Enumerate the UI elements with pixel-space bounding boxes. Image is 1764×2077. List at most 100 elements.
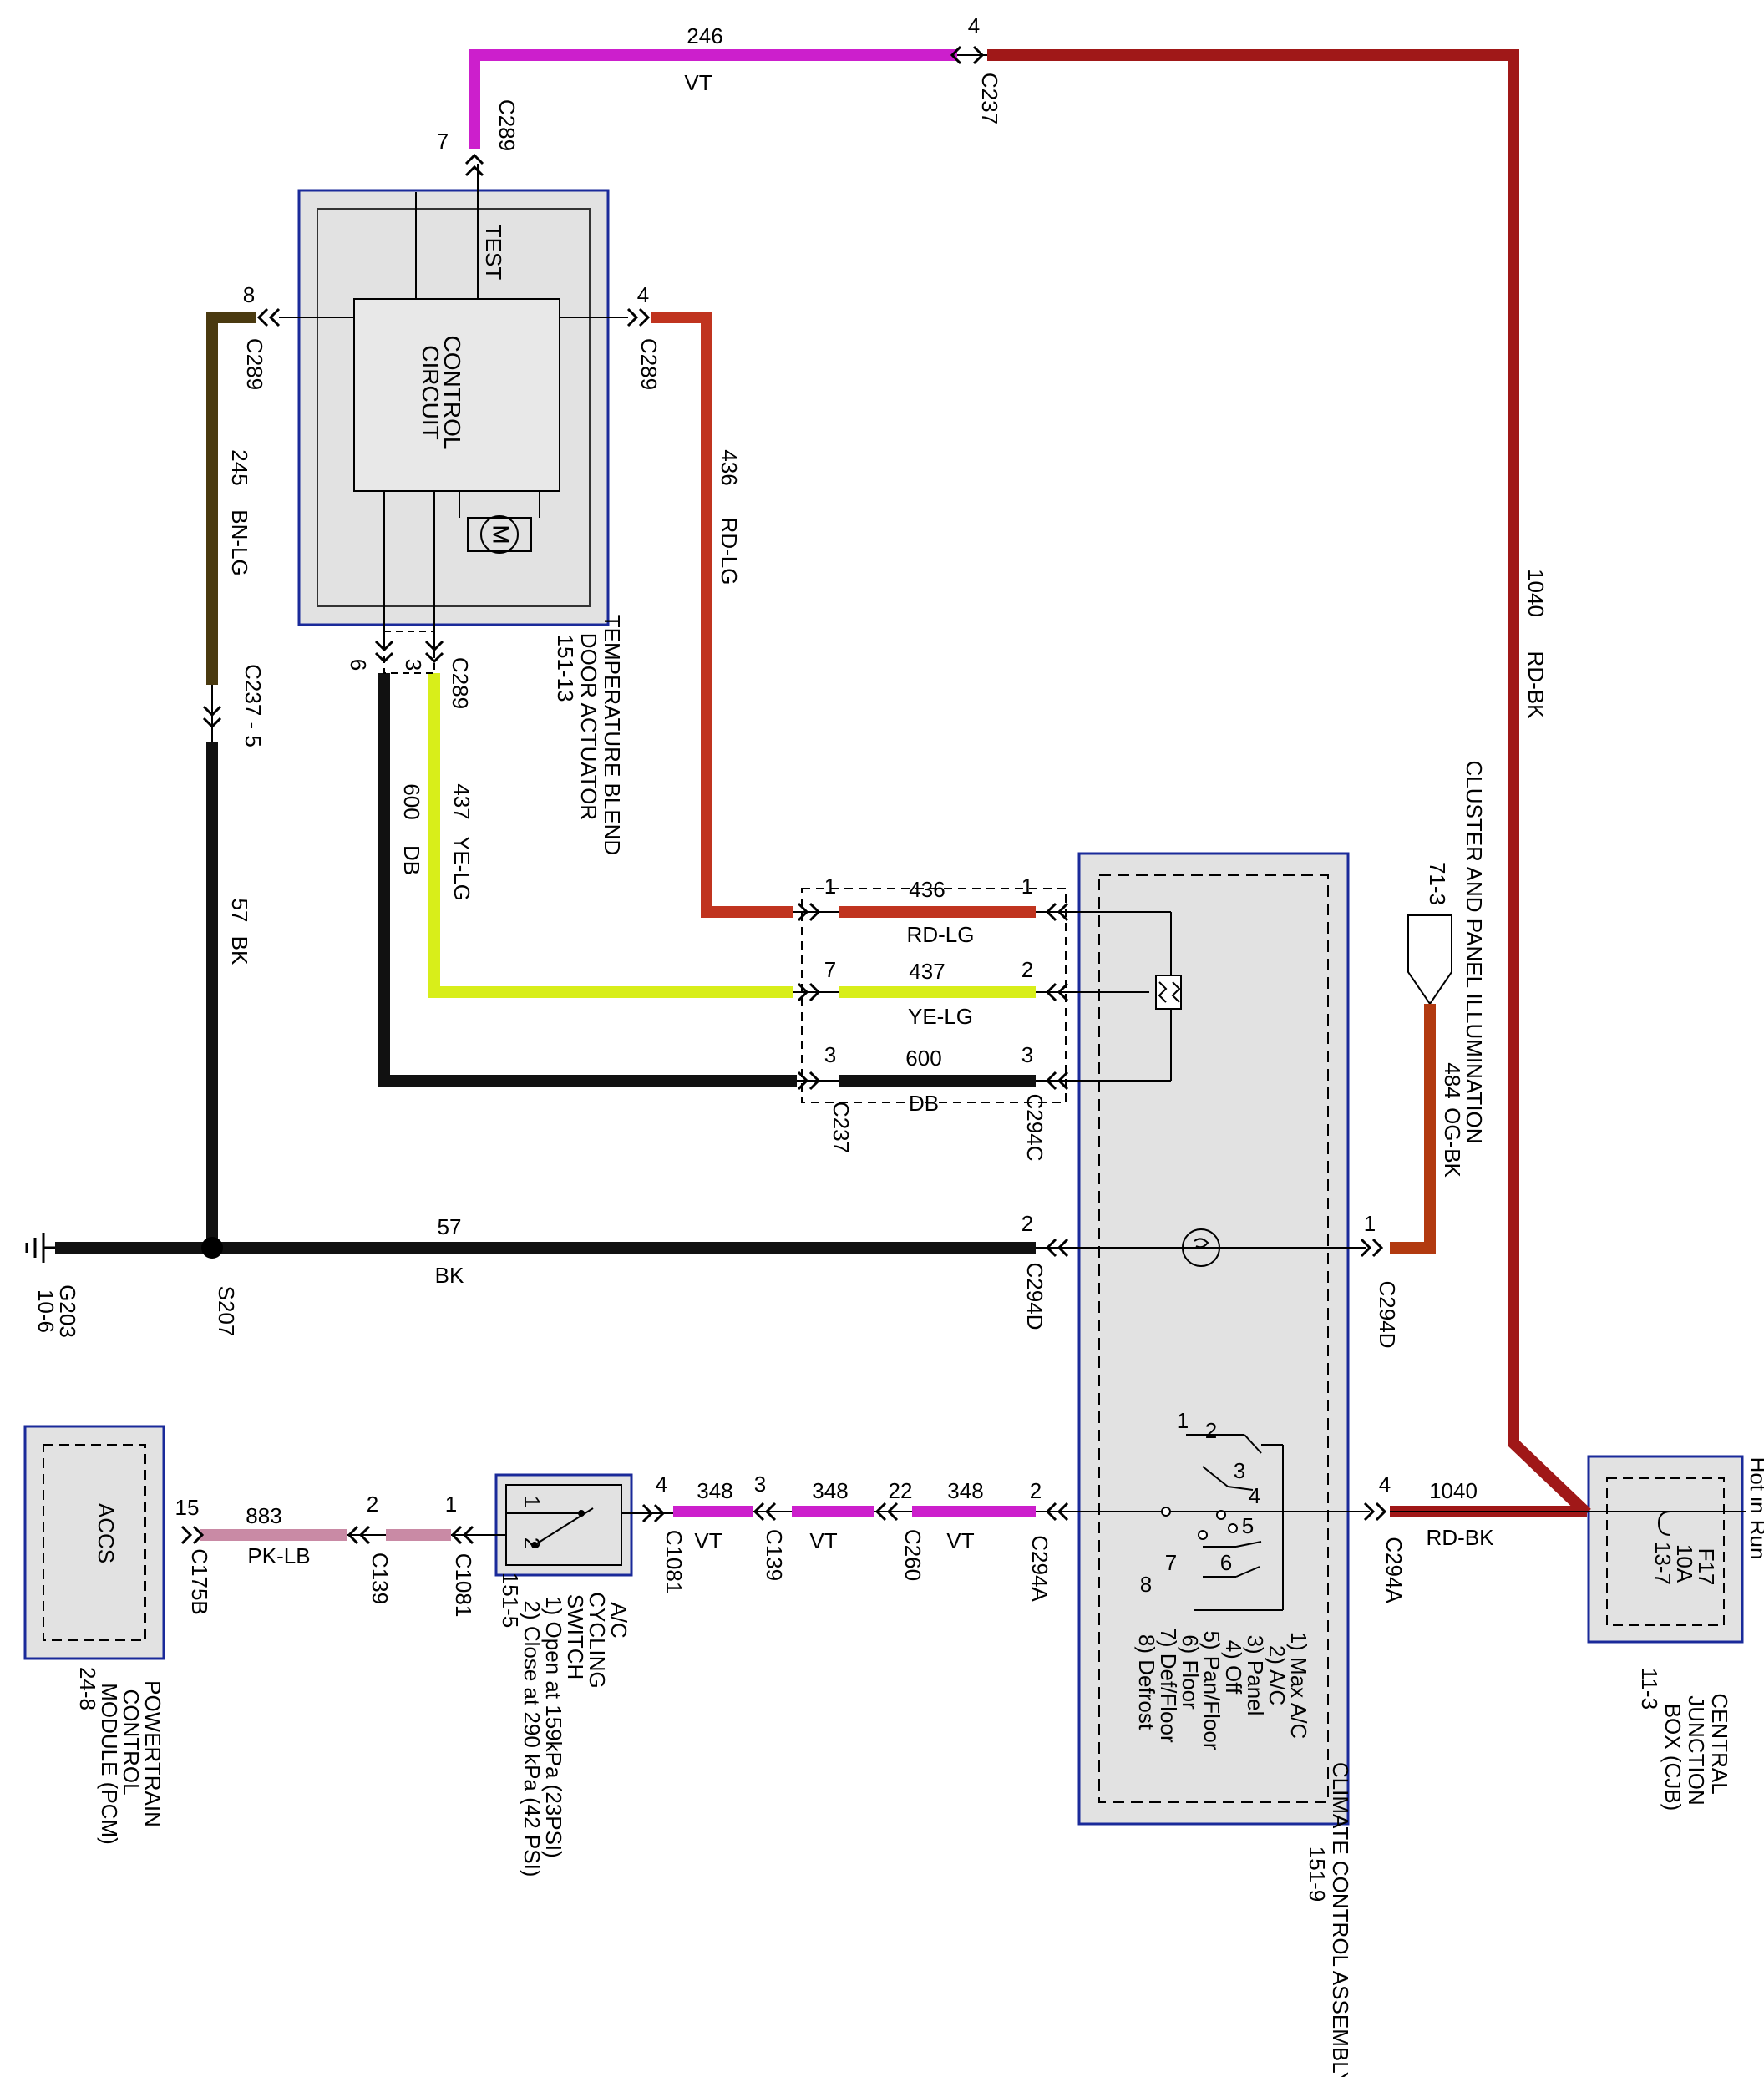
c294c-2-pin: 2 — [1021, 957, 1033, 982]
cluster-connector-icon — [1407, 914, 1452, 1006]
ac-switch-module — [494, 1473, 633, 1577]
c237-7-pin: 7 — [824, 957, 836, 982]
cjb-fuse: F17 — [1694, 1548, 1719, 1586]
cjb-amps: 10A — [1672, 1544, 1697, 1583]
cjb-module-box — [1587, 1455, 1744, 1644]
cjb-name-1: CENTRAL — [1707, 1693, 1732, 1794]
c294c-1-pin: 1 — [1021, 874, 1033, 899]
cjb-name-2: JUNCTION — [1684, 1695, 1709, 1805]
mode-switch — [1161, 1434, 1283, 1611]
tbda-inner-frame — [317, 208, 591, 607]
label-437h-circuit: 437 — [909, 959, 945, 984]
c294d-1-pin: 1 — [1364, 1211, 1376, 1236]
c294a-2-pin: 2 — [1030, 1478, 1042, 1503]
c289-8-pin: 8 — [243, 282, 255, 307]
mode-4: 4) Off — [1221, 1640, 1246, 1695]
label-57-v-circuit: 57 — [227, 899, 252, 923]
mode-6: 6) Floor — [1178, 1634, 1203, 1710]
tbda-name-2: DOOR ACTUATOR — [576, 633, 601, 820]
cjb-module — [1587, 1455, 1744, 1644]
sw-num-5: 5 — [1242, 1513, 1254, 1538]
mode-3: 3) Panel — [1243, 1635, 1268, 1716]
mode-8: 8) Defrost — [1134, 1634, 1159, 1730]
label-1040-top-color: RD-BK — [1523, 651, 1549, 720]
climate-ref: 151-9 — [1305, 1847, 1330, 1902]
splice-id: S207 — [214, 1286, 239, 1337]
motor-icon — [480, 515, 519, 554]
label-57h-color: BK — [435, 1263, 464, 1288]
ac-switch-contact — [534, 1507, 594, 1546]
c237-top-id: C237 — [977, 73, 1002, 124]
c1081-1-pin: 1 — [445, 1492, 457, 1517]
mode-5: 5) Pan/Floor — [1199, 1630, 1224, 1750]
ac-switch-box — [494, 1473, 633, 1577]
cjb-name-3: BOX (CJB) — [1660, 1704, 1685, 1811]
sw-num-7: 7 — [1165, 1550, 1177, 1575]
splice-s207 — [201, 1237, 223, 1259]
c294a-4-id: C294A — [1381, 1537, 1407, 1603]
c294c-3-pin: 3 — [1021, 1042, 1033, 1067]
c289-4-pin: 4 — [637, 282, 649, 307]
label-484-circuit: 484 — [1440, 1062, 1465, 1098]
sw-num-1: 1 — [1177, 1408, 1189, 1433]
c1081-4-pin: 4 — [656, 1472, 667, 1497]
mode-1: 1) Max A/C — [1286, 1632, 1311, 1740]
label-57-v-color: BK — [227, 936, 252, 965]
pcm-module-box — [23, 1425, 165, 1660]
c139-3-pin: 3 — [754, 1472, 766, 1497]
c289-3-id: C289 — [448, 657, 473, 709]
c175b-pin: 15 — [175, 1495, 200, 1520]
sw-num-4: 4 — [1249, 1483, 1260, 1508]
c139-3-id: C139 — [762, 1529, 787, 1581]
label-883-circuit: 883 — [246, 1503, 281, 1528]
ac-switch-n1: 1 — [520, 1496, 545, 1507]
c294d-1-id: C294D — [1375, 1281, 1400, 1349]
test-label: TEST — [481, 225, 506, 281]
wire-245 — [206, 312, 256, 685]
pcm-name-1: POWERTRAIN — [140, 1680, 165, 1827]
c139-2-id: C139 — [368, 1553, 393, 1604]
tbda-module: M CONTROL CIRCUIT TEST — [279, 164, 628, 651]
c289-7-pin: 7 — [437, 129, 449, 154]
c237-5-id: C237 - 5 — [241, 664, 266, 747]
sw-num-6: 6 — [1220, 1550, 1232, 1575]
mode-7: 7) Def/Floor — [1156, 1628, 1181, 1743]
pcm-name-2: CONTROL — [119, 1689, 144, 1795]
c260-pin: 22 — [889, 1478, 913, 1503]
wires — [55, 49, 1591, 1541]
climate-module-box — [1077, 852, 1350, 1826]
c1081-1-id: C1081 — [451, 1553, 476, 1618]
ac-switch-note-2: 2) Close at 290 kPa (42 PSI) — [520, 1601, 545, 1877]
cluster-name: CLUSTER AND PANEL ILLUMINATION — [1462, 761, 1487, 1144]
c289-3-pin: 3 — [401, 659, 426, 671]
label-57h-circuit: 57 — [438, 1214, 462, 1239]
c289-8-id: C289 — [242, 338, 267, 390]
control-circuit-box — [353, 298, 560, 492]
c294c-id: C294C — [1022, 1094, 1047, 1162]
label-437-circuit: 437 — [449, 783, 474, 819]
label-436h-color: RD-LG — [907, 922, 975, 947]
label-348c-circuit: 348 — [947, 1478, 983, 1503]
motor-label: M — [489, 524, 514, 544]
control-circuit-label-2: CIRCUIT — [418, 345, 444, 440]
sw-num-2: 2 — [1205, 1418, 1217, 1443]
c294d-2-pin: 2 — [1021, 1211, 1033, 1236]
label-348b-circuit: 348 — [812, 1478, 848, 1503]
c237-top-pin: 4 — [968, 13, 980, 38]
label-348b-color: VT — [809, 1528, 837, 1553]
pcm-name-3: MODULE (PCM) — [97, 1683, 122, 1845]
label-600h-circuit: 600 — [905, 1046, 941, 1071]
wire-436 — [651, 312, 793, 918]
lamp-icon — [1182, 1228, 1220, 1267]
c237-1-pin: 1 — [824, 874, 836, 899]
wire-246 — [469, 49, 957, 149]
wire-484 — [1390, 1004, 1436, 1254]
cjb-hot: Hot in Run — [1746, 1457, 1764, 1560]
c294a-2-id: C294A — [1027, 1535, 1052, 1602]
ac-switch-note-1: 1) Open at 159kPa (23PSI) — [541, 1596, 566, 1858]
motor-housing — [467, 517, 532, 552]
ground-ref: 10-6 — [33, 1289, 58, 1333]
label-246-color: VT — [684, 70, 712, 95]
ac-switch-name-2: CYCLING — [585, 1592, 610, 1689]
